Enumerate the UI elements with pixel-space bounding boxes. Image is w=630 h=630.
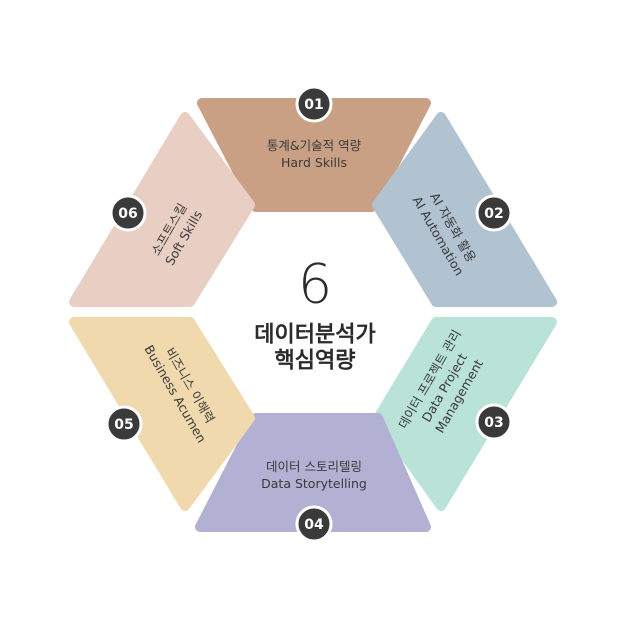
- badge-number: 01: [304, 97, 323, 113]
- segment-title-en: Hard Skills: [280, 155, 347, 170]
- center-title: 데이터분석가 핵심역량: [254, 323, 375, 376]
- segment-hard-skills: [197, 98, 431, 212]
- center-title-line2: 핵심역량: [274, 349, 356, 374]
- number-badge-01: 01: [295, 85, 333, 123]
- segment-title-ko: 통계&기술적 역량: [266, 138, 362, 154]
- badge-circle: [475, 403, 513, 441]
- segment-title-ko: 데이터 스토리텔링: [266, 459, 362, 475]
- badge-number: 04: [304, 517, 324, 533]
- segment-business-acumen: [69, 317, 255, 511]
- badge-number: 05: [114, 417, 133, 433]
- badge-circle: [295, 505, 333, 543]
- badge-circle: [109, 194, 147, 232]
- number-badge-06: 06: [109, 194, 147, 232]
- segment-ai-automation: [372, 112, 557, 307]
- badge-number: 03: [484, 415, 503, 431]
- center-number: 6: [297, 252, 333, 316]
- segment-title-en: Data Storytelling: [261, 476, 367, 491]
- badge-number: 06: [118, 206, 137, 222]
- segment-soft-skills: [69, 112, 255, 307]
- number-badge-05: 05: [105, 405, 143, 443]
- number-badge-02: 02: [475, 194, 513, 232]
- number-badge-03: 03: [475, 403, 513, 441]
- badge-circle: [105, 405, 143, 443]
- badge-circle: [295, 85, 333, 123]
- segment-data-storytelling: [195, 413, 431, 532]
- badge-circle: [475, 194, 513, 232]
- number-badge-04: 04: [295, 505, 333, 543]
- center-title-line1: 데이터분석가: [254, 322, 376, 348]
- badge-number: 02: [484, 206, 503, 222]
